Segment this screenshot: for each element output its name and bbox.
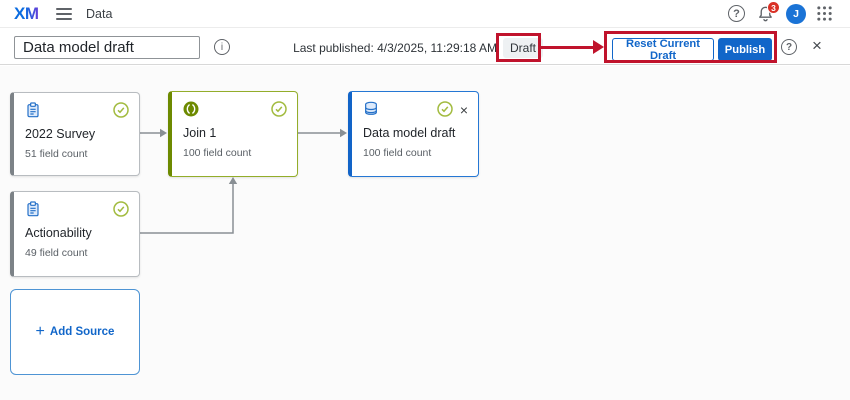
plus-icon: +: [35, 323, 45, 340]
notifications-bell-icon[interactable]: 3: [756, 1, 780, 25]
close-icon[interactable]: ×: [812, 36, 822, 55]
node-title: Data model draft: [363, 126, 456, 140]
connector-edges: [140, 128, 347, 234]
node-data-model-draft[interactable]: × Data model draft 100 field count: [348, 91, 479, 177]
node-field-count: 100 field count: [183, 147, 252, 159]
breadcrumb-data[interactable]: Data: [86, 7, 113, 21]
node-title: 2022 Survey: [25, 127, 96, 141]
data-model-canvas: 2022 Survey 51 field count Join 1 100 fi…: [0, 66, 850, 400]
user-avatar[interactable]: J: [786, 4, 806, 24]
add-source-button[interactable]: + Add Source: [10, 289, 140, 375]
info-icon[interactable]: i: [214, 39, 230, 55]
help-icon[interactable]: ?: [728, 5, 745, 22]
hamburger-menu-icon[interactable]: [56, 8, 72, 20]
top-bar: XM Data ? 3 J: [0, 0, 850, 28]
node-title: Join 1: [183, 126, 217, 140]
last-published-text: Last published: 4/3/2025, 11:29:18 AM: [293, 41, 497, 55]
survey-icon: [27, 102, 39, 118]
survey-icon: [27, 201, 39, 217]
model-title-input[interactable]: [14, 36, 200, 59]
node-join-1[interactable]: Join 1 100 field count: [168, 91, 298, 177]
join-icon: [183, 101, 199, 117]
xm-logo: XM: [14, 4, 39, 23]
remove-node-icon[interactable]: ×: [459, 101, 468, 118]
database-icon: [365, 101, 377, 115]
check-circle-icon: [113, 201, 129, 217]
app-grid-icon[interactable]: [816, 5, 833, 22]
check-circle-icon: [113, 102, 129, 118]
node-2022-survey[interactable]: 2022 Survey 51 field count: [10, 92, 140, 176]
check-circle-icon: [271, 101, 287, 117]
status-badge: Draft: [503, 38, 544, 58]
node-field-count: 100 field count: [363, 147, 432, 159]
node-actionability[interactable]: Actionability 49 field count: [10, 191, 140, 277]
node-field-count: 51 field count: [25, 148, 88, 160]
notification-count-badge: 3: [767, 1, 780, 14]
check-circle-icon: [437, 101, 453, 117]
help-icon-toolbar[interactable]: ?: [781, 39, 797, 55]
reset-current-draft-button[interactable]: Reset Current Draft: [612, 38, 714, 62]
node-field-count: 49 field count: [25, 247, 88, 259]
model-toolbar: i Last published: 4/3/2025, 11:29:18 AM …: [0, 28, 850, 65]
publish-button[interactable]: Publish: [718, 38, 772, 61]
add-source-label: Add Source: [49, 326, 115, 338]
node-title: Actionability: [25, 226, 92, 240]
